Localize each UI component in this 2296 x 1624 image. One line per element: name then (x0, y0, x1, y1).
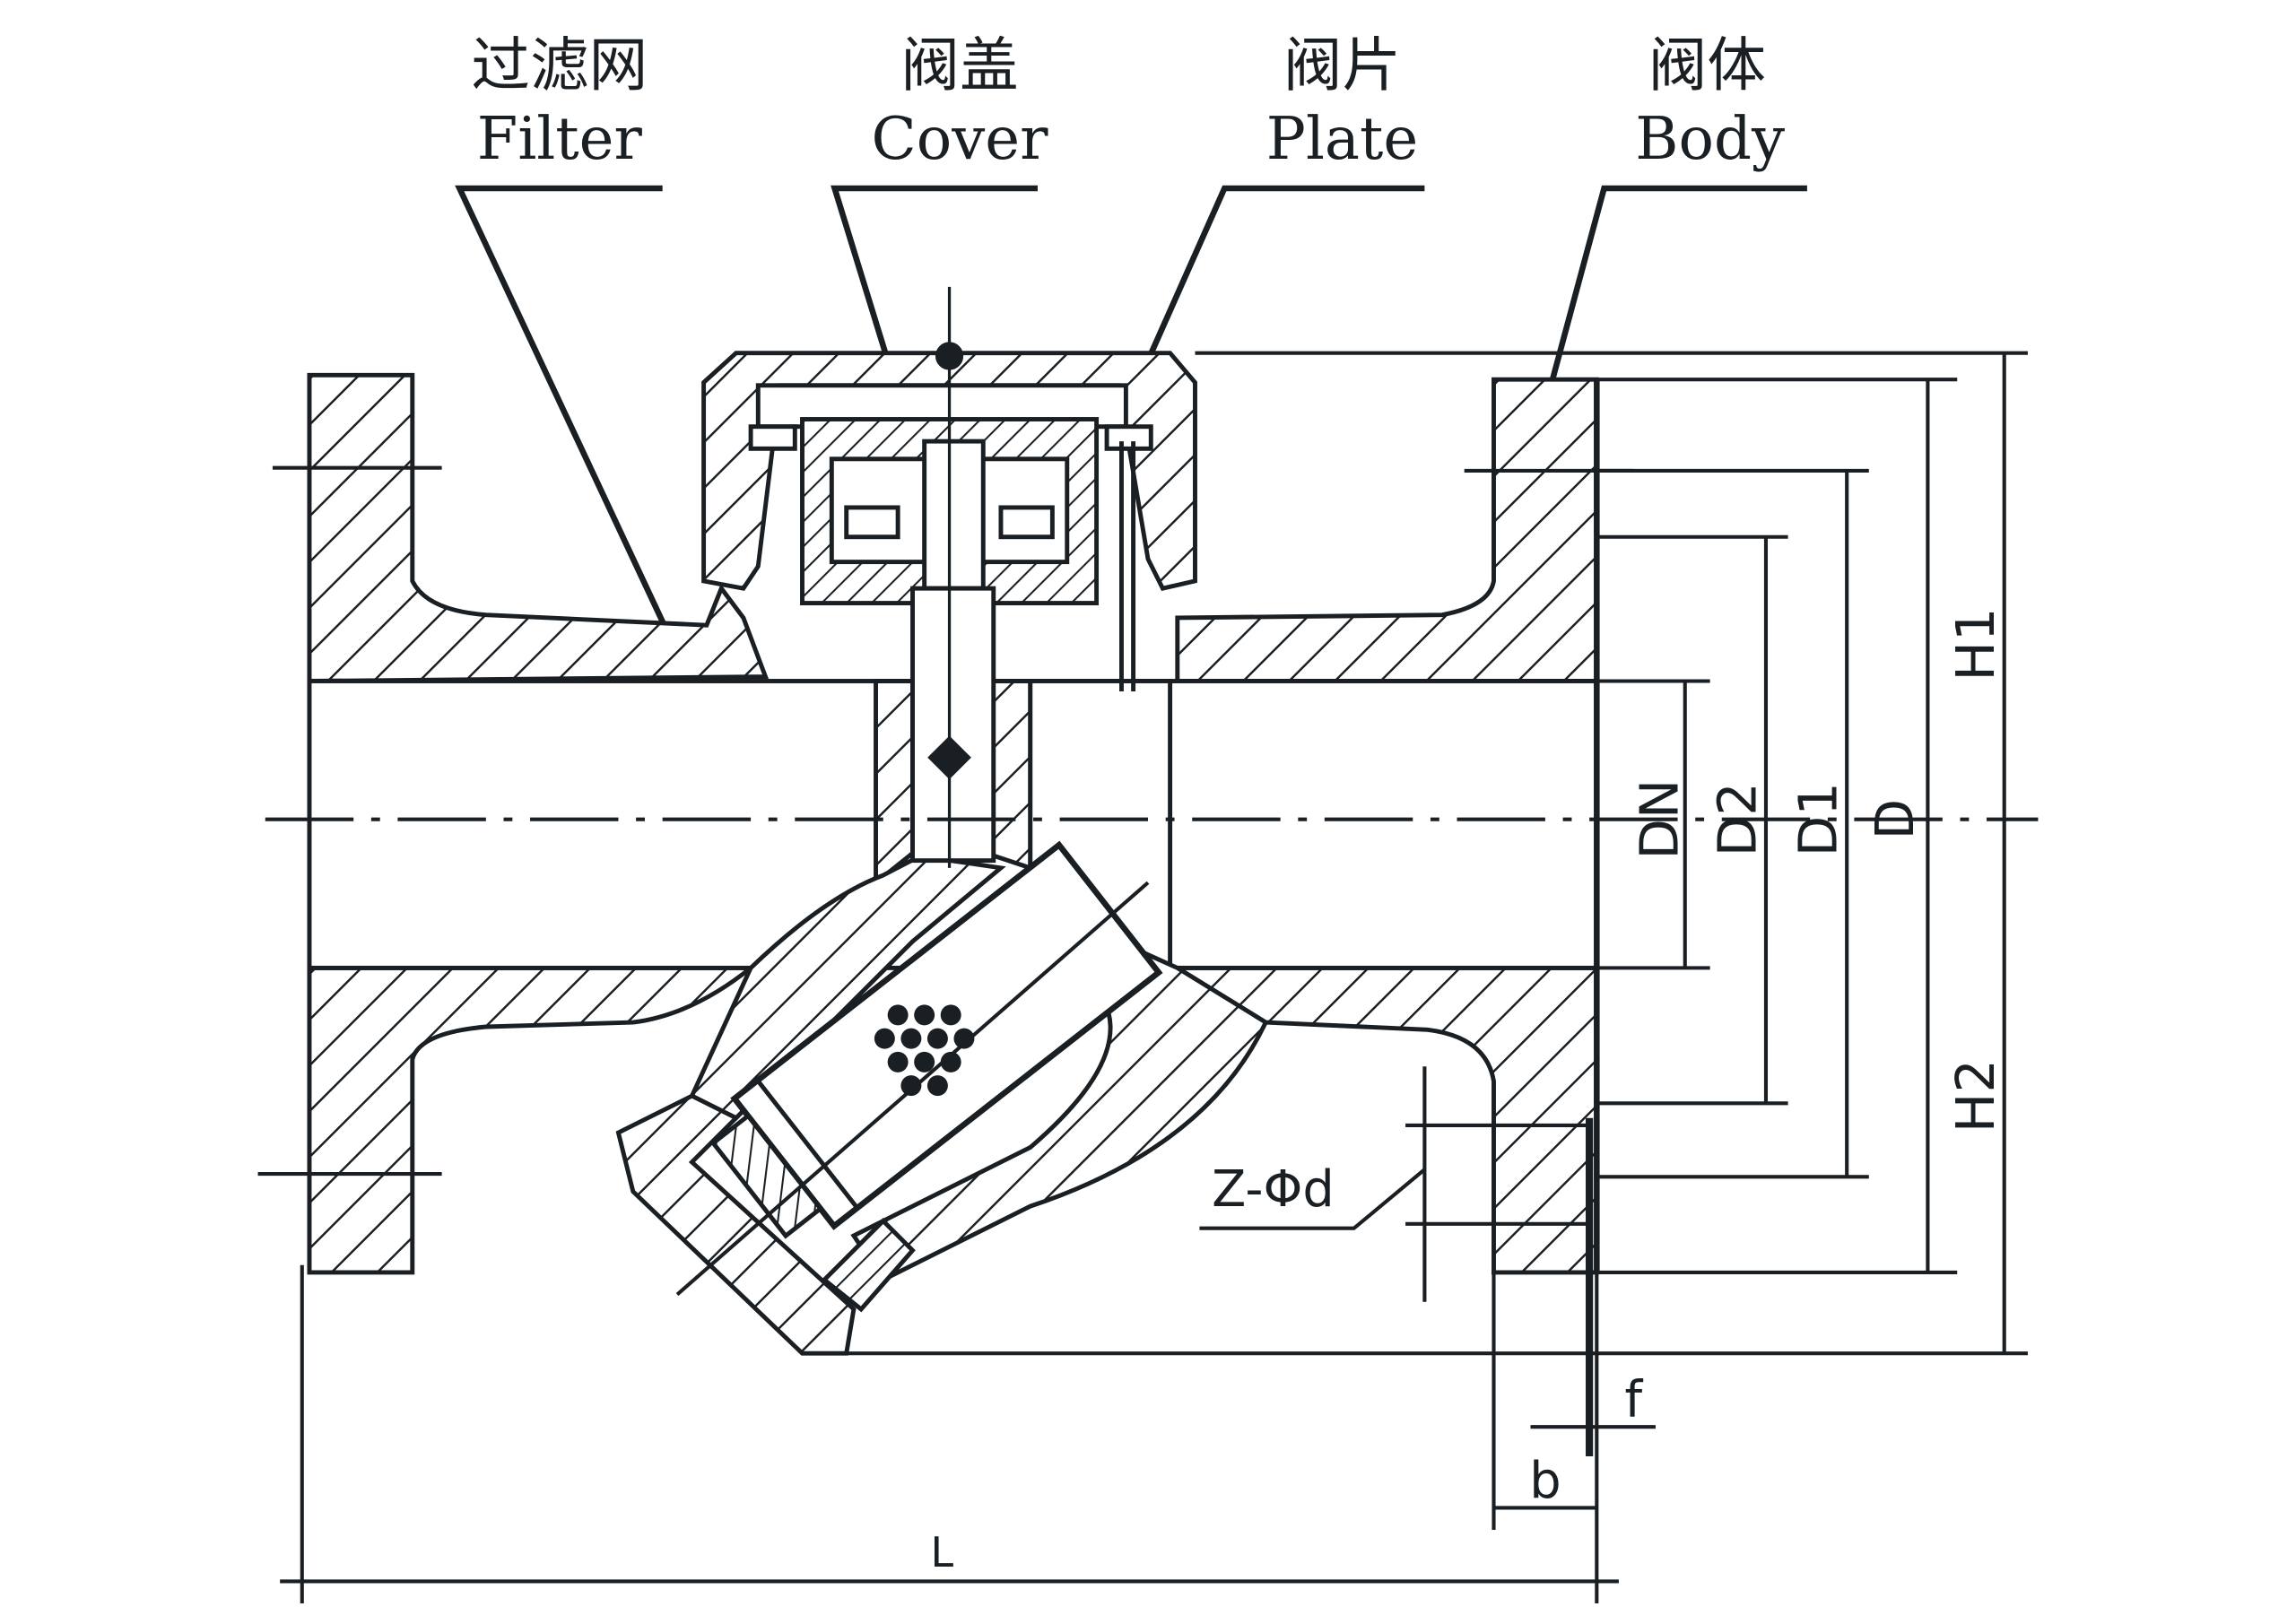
plate-leader-line (1116, 185, 1425, 429)
dimension-labels: DN D2 D1 D H1 H2 Z-Φd b f L (931, 608, 2007, 1577)
label-filter: 过滤网 Filter (455, 31, 857, 1031)
body-label-zh: 阀体 (1648, 31, 1766, 100)
filter-label-en: Filter (477, 105, 643, 173)
valve-cover (701, 286, 1197, 868)
dim-d2: D2 (1706, 782, 1768, 856)
dim-dn: DN (1629, 779, 1691, 860)
dim-f: f (1625, 1371, 1644, 1429)
dim-bolt-holes: Z-Φd (1212, 1160, 1335, 1219)
cover-label-zh: 阀盖 (900, 31, 1018, 100)
dim-d1: D1 (1787, 782, 1849, 856)
filter-label-zh: 过滤网 (471, 31, 648, 100)
dim-d: D (1864, 799, 1926, 839)
dim-h2: H2 (1944, 1059, 2006, 1133)
dim-b: b (1529, 1452, 1561, 1510)
plate-label-zh: 阀片 (1283, 31, 1401, 100)
centerlines (257, 465, 2039, 1297)
plate-label-en: Plate (1266, 105, 1418, 173)
dim-l: L (931, 1528, 954, 1576)
dim-h1: H1 (1944, 608, 2006, 682)
label-body: 阀体 Body (1535, 31, 1807, 435)
dimension-lines (280, 351, 2028, 1604)
cover-label-en: Cover (872, 105, 1049, 173)
label-plate: 阀片 Plate (1116, 31, 1425, 429)
body-label-en: Body (1635, 105, 1785, 173)
filter-mesh-icon (874, 1004, 975, 1097)
